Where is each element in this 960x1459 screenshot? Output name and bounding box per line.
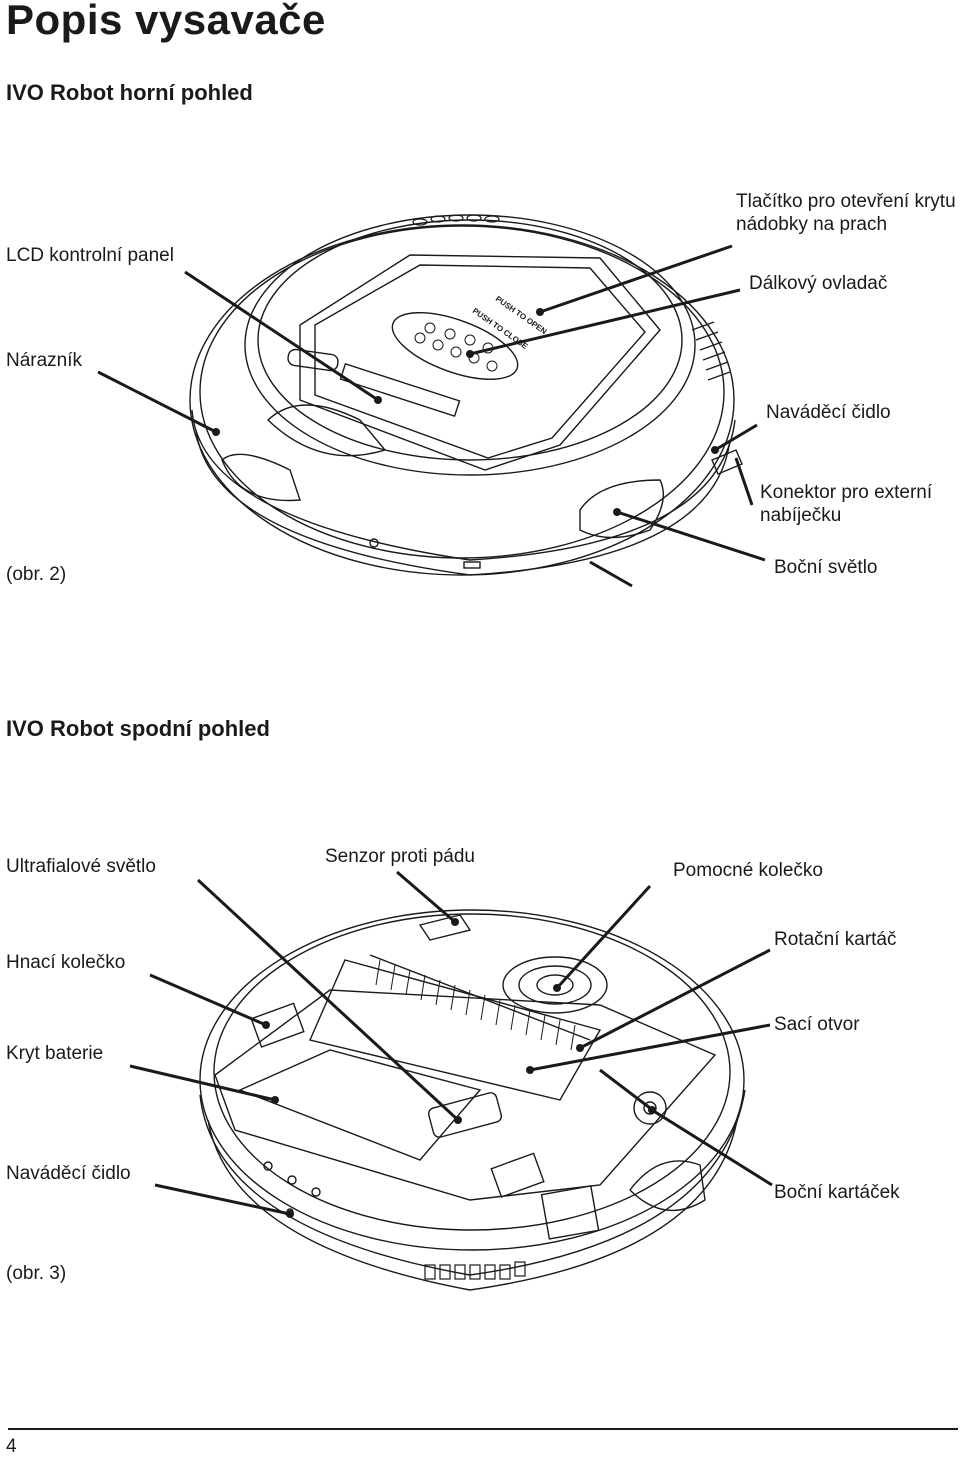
leader-dust-button (539, 244, 733, 314)
leader-aux-wheel (555, 884, 652, 990)
caption-fig2: (obr. 2) (6, 564, 67, 585)
label-guide-sensor-bottom: Naváděcí čidlo (6, 1163, 131, 1184)
battery-cover (238, 1049, 482, 1161)
leader-uv (196, 878, 460, 1122)
uv-light (427, 1092, 503, 1138)
leader-side-brush (651, 1108, 773, 1187)
footer-rule (8, 1428, 958, 1430)
label-connector: Konektor pro externí nabíječku (760, 482, 933, 526)
robot-bottom-body (199, 909, 745, 1251)
label-side-brush: Boční kartáček (774, 1182, 900, 1203)
lcd-panel (287, 348, 339, 372)
leader-battery (129, 1064, 276, 1102)
aux-wheel (502, 956, 608, 1014)
page-title: Popis vysavače (6, 0, 326, 43)
side-brush (633, 1091, 667, 1125)
leader-drive-wheel (149, 973, 267, 1027)
drive-wheel-left (250, 1002, 305, 1048)
side-light (579, 479, 664, 539)
top-view-heading: IVO Robot horní pohled (6, 80, 253, 105)
label-battery-cover: Kryt baterie (6, 1043, 104, 1064)
page-number: 4 (6, 1436, 17, 1457)
label-remote: Dálkový ovladač (749, 273, 888, 294)
leader-guide-sensor (714, 423, 758, 452)
rotary-brush-housing (309, 959, 602, 1101)
leader-suction (529, 1023, 771, 1072)
label-bumper: Nárazník (6, 350, 83, 371)
label-guide-sensor: Naváděcí čidlo (766, 402, 891, 423)
leader-guide-sensor-bottom (154, 1183, 291, 1216)
leader-connector (734, 457, 754, 506)
label-side-light: Boční světlo (774, 557, 878, 578)
remote-control (391, 312, 519, 380)
label-dust-button: Tlačítko pro otevření krytu nádobky na p… (736, 191, 956, 235)
leader-rotary-brush (579, 948, 771, 1050)
label-lcd-panel: LCD kontrolní panel (6, 245, 174, 266)
drive-wheel-right (490, 1152, 545, 1198)
charger-connector (711, 449, 743, 475)
robot-top-body (189, 224, 735, 576)
label-aux-wheel: Pomocné kolečko (673, 860, 823, 881)
leader-bumper (97, 370, 217, 434)
label-rotary-brush: Rotační kartáč (774, 929, 897, 950)
leader-side-light (616, 510, 766, 562)
caption-fig3: (obr. 3) (6, 1263, 67, 1284)
label-drive-wheel: Hnací kolečko (6, 952, 126, 973)
label-fall-sensor: Senzor proti pádu (325, 846, 475, 867)
leader-remote (469, 288, 741, 356)
label-suction: Sací otvor (774, 1014, 860, 1035)
leader-lcd (184, 270, 379, 402)
leader-fall-sensor (396, 870, 456, 924)
bottom-view-heading: IVO Robot spodní pohled (6, 716, 270, 741)
label-uv-light: Ultrafialové světlo (6, 856, 156, 877)
